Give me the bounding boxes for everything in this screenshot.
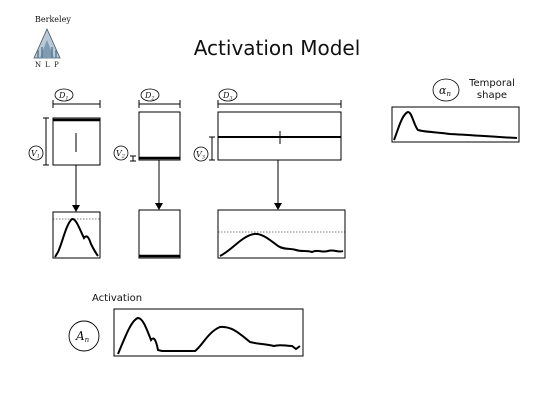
slide-title: Activation Model [194,36,361,60]
activation-label: Activation [92,293,142,304]
arrow-1 [72,165,80,212]
activation-plot-3 [217,209,346,259]
logo-text: Berkeley [35,15,71,24]
arrow-3 [274,160,282,210]
a-n-label: An [75,329,90,344]
alpha-n-label: αn [439,84,451,98]
berkeley-nlp-logo: Berkeley N L P [33,15,71,69]
box-2 [138,111,181,161]
v3-label: V3 [196,150,205,161]
d1-label: D1 [58,91,69,102]
box-1 [52,117,101,166]
d3-label: D3 [222,91,233,102]
temporal-shape: αn Temporal shape [391,78,520,143]
arrow-2 [155,160,163,210]
v1-label: V1 [31,149,40,160]
activation-plot-1 [52,211,101,259]
v3-dimension: V3 [193,136,215,162]
logo-letter-n: N [35,61,41,69]
v2-label: V2 [116,149,125,160]
temporal-label-2: shape [477,90,507,101]
v2-dimension: V2 [113,145,136,162]
d1-dimension: D1 [52,88,101,108]
logo-letter-l: L [45,61,50,69]
activation-plot-2 [138,209,181,259]
box-3 [217,111,342,161]
temporal-label-1: Temporal [468,78,515,89]
d2-label: D2 [144,91,155,102]
d2-dimension: D2 [138,88,181,108]
activation-section: Activation An [68,293,304,357]
v1-dimension: V1 [28,117,49,166]
d3-dimension: D3 [217,88,342,108]
logo-letter-p: P [54,61,59,69]
